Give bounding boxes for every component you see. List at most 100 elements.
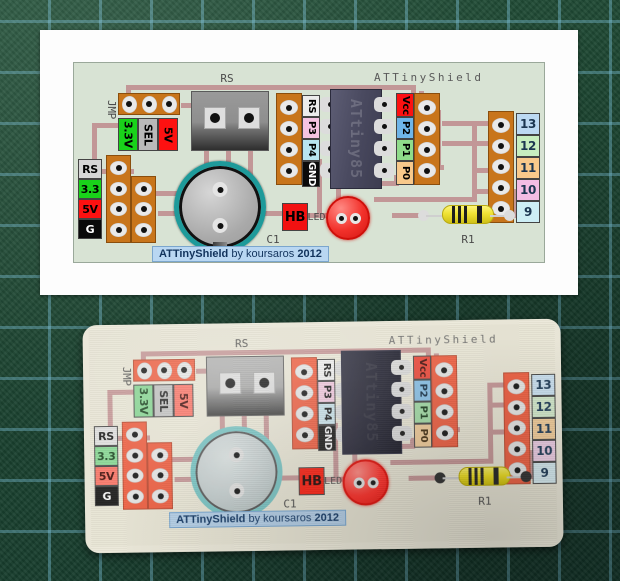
led-heartbeat: [342, 459, 389, 506]
ic-pin-label-rs: RS: [316, 358, 336, 382]
power-pad[interactable]: [110, 161, 127, 176]
arduino-pad[interactable]: [492, 138, 510, 154]
trace: [92, 123, 122, 128]
ic-pin-label-p2: P2: [396, 117, 414, 139]
led-pad: [349, 212, 361, 224]
ic-pad[interactable]: [280, 142, 298, 157]
resistor-pad-right: [520, 471, 532, 483]
power-header-left[interactable]: [106, 155, 131, 243]
ic-header-right: [430, 355, 459, 448]
hb-label: HB: [282, 203, 308, 231]
power-pad[interactable]: [110, 202, 127, 217]
brand-tag: ATTinyShield by koursaros 2012: [169, 509, 347, 529]
brand-name: ATTinyShield: [176, 513, 246, 527]
printout-card: JMP 3.3V SEL 5V RS 3.3 5V G RS: [40, 30, 578, 295]
photo-of-printed-board: JMP 3.3V SEL 5V RS 3.3 5V G: [82, 318, 564, 554]
switch-contact[interactable]: [238, 107, 260, 129]
ic-socket-pad: [374, 163, 394, 178]
ic-pad[interactable]: [418, 121, 436, 136]
trace: [317, 159, 322, 217]
photo-board-surface: JMP 3.3V SEL 5V RS 3.3 5V G: [82, 318, 564, 554]
trace: [472, 141, 494, 146]
capacitor-pad: [212, 218, 228, 233]
jumper-pad[interactable]: [141, 95, 157, 113]
ic-header-right[interactable]: [414, 93, 440, 185]
resistor-lead: [490, 215, 508, 217]
ic-pad[interactable]: [418, 163, 436, 178]
resistor-band: [458, 206, 461, 223]
ic-pin-label-vcc: Vcc: [396, 93, 414, 117]
ic-pin-label-gnd: GND: [302, 161, 320, 187]
ic-socket-pad: [391, 381, 412, 398]
arduino-pad: [507, 399, 526, 416]
brand-year: 2012: [314, 511, 340, 525]
ic-socket-pad: [374, 97, 394, 112]
arduino-pad: [508, 441, 527, 457]
jumper-option-5v: 5V: [173, 383, 194, 418]
power-pad[interactable]: [110, 222, 127, 237]
ic-pin-label-p3: P3: [302, 117, 320, 139]
ic-pin-label-p3: P3: [317, 380, 336, 404]
rs-switch-label: RS: [220, 71, 234, 85]
ic-pad: [295, 406, 314, 422]
ic-socket-pad: [374, 119, 394, 134]
pcb-render: JMP 3.3V SEL 5V RS 3.3 5V G RS: [73, 62, 545, 263]
arduino-pin-header[interactable]: [488, 111, 514, 223]
jumper-option-sel[interactable]: SEL: [138, 118, 158, 151]
ic-pad: [435, 383, 454, 399]
arduino-pad[interactable]: [492, 180, 510, 196]
power-header-right[interactable]: [131, 176, 156, 243]
ic-part-name: ATtiny85: [361, 362, 382, 443]
resistor-lead: [426, 215, 446, 217]
pcb-photo: JMP 3.3V SEL 5V RS 3.3 5V G: [88, 323, 558, 547]
arduino-pin-9: 9: [516, 201, 540, 223]
power-pad[interactable]: [135, 222, 152, 237]
jumper-header[interactable]: [118, 93, 180, 115]
switch-contact[interactable]: [204, 107, 226, 129]
jmp-label: JMP: [105, 99, 118, 119]
power-pad: [125, 427, 144, 443]
ic-pad[interactable]: [280, 121, 298, 136]
trace: [374, 197, 476, 202]
ic-pad[interactable]: [280, 163, 298, 178]
reset-switch[interactable]: [191, 91, 269, 151]
ic-pin-label-p0: P0: [413, 423, 433, 448]
jumper-option-5v[interactable]: 5V: [158, 118, 178, 151]
arduino-pad[interactable]: [492, 159, 510, 175]
ic-pin-label-vcc: Vcc: [412, 355, 432, 380]
power-pad[interactable]: [135, 182, 152, 197]
power-pad[interactable]: [135, 202, 152, 217]
board-title: ATTinyShield: [374, 71, 484, 84]
brand-by: by koursaros: [231, 248, 295, 260]
capacitor-pad: [228, 447, 244, 463]
trace: [472, 189, 494, 194]
power-label-rs: RS: [93, 425, 119, 447]
ic-socket-pad: [374, 141, 394, 156]
ic-socket-pad: [391, 425, 413, 442]
resistor-r1: [458, 466, 511, 487]
power-pad: [151, 468, 169, 483]
jumper-pad[interactable]: [121, 95, 137, 113]
arduino-pad[interactable]: [492, 117, 510, 133]
jumper-pad: [136, 361, 152, 380]
jumper-pad: [176, 361, 192, 379]
c1-label: C1: [266, 232, 280, 246]
ic-header-left[interactable]: [276, 93, 302, 185]
arduino-pin-10: 10: [532, 439, 557, 463]
jumper-pad[interactable]: [161, 95, 177, 113]
rs-switch-label: RS: [234, 336, 249, 350]
arduino-pin-9: 9: [532, 461, 557, 485]
ic-pad: [294, 364, 314, 380]
led-label: LED: [324, 475, 343, 487]
power-pad[interactable]: [110, 181, 127, 196]
jumper-option-3v3[interactable]: 3.3V: [118, 118, 138, 151]
trace: [126, 85, 416, 90]
capacitor-pad: [229, 483, 245, 499]
ic-pad[interactable]: [418, 100, 436, 115]
ic-pad: [295, 385, 314, 401]
ic-pad[interactable]: [280, 100, 298, 115]
ic-pad[interactable]: [418, 142, 436, 157]
trace: [392, 213, 424, 218]
capacitor-c1: [189, 425, 284, 519]
led-pad: [367, 476, 379, 488]
